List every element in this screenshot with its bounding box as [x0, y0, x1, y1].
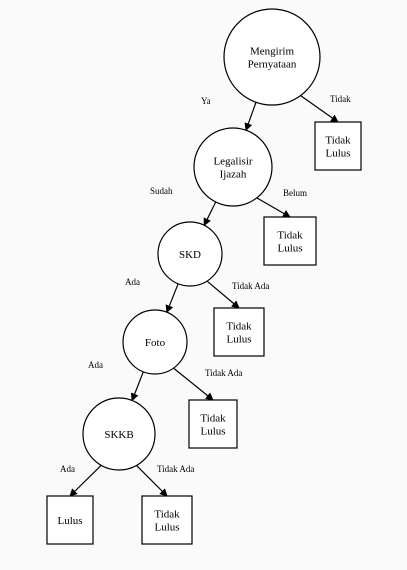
decision-circle: [122, 309, 188, 375]
decision-node-skd-n5: SKD: [157, 221, 223, 287]
result-node-lulus-n10: Lulus: [46, 495, 94, 545]
edge-arrow-n7-n9: [130, 371, 144, 402]
result-box: [46, 495, 94, 545]
node-label-line: Legalisir: [213, 156, 252, 168]
node-label-line: Lulus: [57, 515, 82, 527]
edge-arrow-n7-n8: [173, 367, 214, 401]
decision-circle: [223, 8, 321, 106]
edge-label-ada: Ada: [60, 464, 75, 474]
result-box: [314, 121, 362, 171]
edge-arrow-n3-n5: [203, 201, 217, 227]
edge-arrow-n1-n3: [244, 101, 257, 132]
node-label-line: SKKB: [104, 429, 133, 441]
node-label-line: Lulus: [200, 426, 225, 438]
result-box: [141, 495, 193, 545]
node-label-line: Pernyataan: [248, 59, 297, 71]
decision-circle: [193, 127, 273, 207]
node-label-line: Tidak: [226, 321, 252, 333]
decision-node-skkb-n9: SKKB: [82, 397, 156, 471]
node-label-line: Ijazah: [220, 169, 247, 181]
node-label-line: Tidak: [325, 135, 351, 147]
node-label-line: Mengirim: [250, 46, 294, 58]
edge-arrow-n9-n11: [136, 464, 168, 497]
edge-label-belum: Belum: [283, 188, 307, 198]
edge-label-tidak: Tidak: [330, 94, 351, 104]
edge-arrow-n3-n4: [256, 197, 291, 218]
node-label-line: Tidak: [277, 230, 303, 242]
edge-label-ada: Ada: [88, 360, 103, 370]
node-label-line: Foto: [145, 337, 166, 349]
edge-arrow-n9-n10: [69, 464, 102, 497]
result-box: [213, 307, 265, 357]
edge-label-tidak-ada: Tidak Ada: [232, 281, 269, 291]
edge-label-sudah: Sudah: [150, 186, 173, 196]
node-label-line: Lulus: [277, 243, 302, 255]
edge-label-tidak-ada: Tidak Ada: [157, 464, 194, 474]
node-label-line: Tidak: [154, 509, 180, 521]
edge-label-ya: Ya: [201, 96, 211, 106]
decision-node-foto-n7: Foto: [122, 309, 188, 375]
edge-label-tidak-ada: Tidak Ada: [205, 368, 242, 378]
decision-circle: [157, 221, 223, 287]
node-label-line: Lulus: [154, 522, 179, 534]
decision-circle: [82, 397, 156, 471]
node-label-line: SKD: [179, 249, 201, 261]
node-label-line: Tidak: [200, 413, 226, 425]
edge-label-ada: Ada: [125, 277, 140, 287]
edge-arrow-n5-n6: [206, 280, 240, 309]
edge-arrow-n1-n2: [300, 95, 339, 123]
nodes-layer: MengirimPernyataanTidakLulusLegalisirIja…: [46, 8, 362, 545]
node-label-line: Lulus: [325, 148, 350, 160]
result-box: [188, 399, 238, 449]
node-label-line: Lulus: [226, 334, 251, 346]
result-box: [263, 216, 317, 266]
edge-arrow-n5-n7: [165, 283, 179, 314]
